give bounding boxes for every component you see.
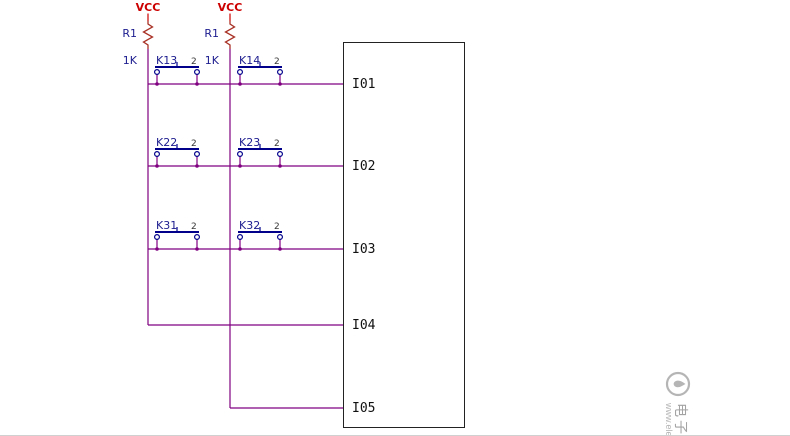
- switch-contact: [277, 234, 284, 241]
- switch-pin-number: 2: [191, 139, 197, 149]
- resistor-ref-label: R1: [204, 27, 219, 40]
- switch-k23: K23 2: [237, 136, 284, 158]
- resistor-r1-column1: VCC R1 1K: [122, 1, 160, 67]
- switch-contact: [277, 68, 284, 75]
- switch-k22: K22 2: [154, 136, 201, 158]
- resistor-zigzag-icon: [224, 21, 236, 49]
- switch-contact: [154, 68, 161, 75]
- switch-contact: [194, 68, 201, 75]
- junction-dot: [195, 164, 199, 168]
- junction-dots: [155, 82, 282, 251]
- junction-dot: [195, 247, 199, 251]
- switch-contact: [237, 234, 244, 241]
- ic-block: I01 I02 I03 I04 I05: [343, 42, 465, 428]
- switch-contact: [154, 151, 161, 158]
- watermark-site: www.elecfans.com: [663, 403, 674, 436]
- switch-contact: [154, 234, 161, 241]
- resistor-zigzag-icon: [142, 21, 154, 49]
- resistor-ref-label: R1: [122, 27, 137, 40]
- junction-dot: [155, 82, 159, 86]
- ic-body: [343, 42, 465, 428]
- ic-pin-io2: I02: [352, 159, 375, 174]
- vcc-net-label: VCC: [218, 1, 243, 14]
- resistor-r1-column2: VCC R1 1K: [204, 1, 242, 67]
- junction-dot: [155, 247, 159, 251]
- switch-ref-label: K32: [239, 219, 260, 232]
- junction-dot: [238, 247, 242, 251]
- junction-dot: [238, 82, 242, 86]
- switch-pin-number: 2: [191, 222, 197, 232]
- switch-contact: [277, 151, 284, 158]
- switch-contact: [237, 151, 244, 158]
- junction-dot: [278, 82, 282, 86]
- switch-pin-number: 2: [191, 57, 197, 67]
- switch-contact: [194, 234, 201, 241]
- junction-dot: [278, 164, 282, 168]
- switch-ref-label: K14: [239, 54, 260, 67]
- switch-pin-number: 2: [274, 57, 280, 67]
- watermark: 电子发烧友 www.elecfans.com: [660, 371, 691, 436]
- ic-pin-io4: I04: [352, 318, 376, 333]
- switch-ref-label: K23: [239, 136, 260, 149]
- vcc-net-label: VCC: [136, 1, 161, 14]
- switch-ref-label: K31: [156, 219, 177, 232]
- switch-k32: K32 2: [237, 219, 284, 241]
- switch-ref-label: K13: [156, 54, 177, 67]
- junction-dot: [155, 164, 159, 168]
- switch-k31: K31 2: [154, 219, 201, 241]
- junction-dot: [278, 247, 282, 251]
- junction-dot: [238, 164, 242, 168]
- ic-pin-io1: I01: [352, 77, 375, 92]
- watermark-brand: 电子发烧友: [673, 403, 689, 436]
- switch-contact: [237, 68, 244, 75]
- watermark-text: 电子发烧友 www.elecfans.com: [663, 403, 689, 436]
- resistor-value-label: 1K: [205, 54, 220, 67]
- switch-k14: K14 2: [237, 54, 284, 75]
- elecfans-flame-logo-icon: [660, 371, 691, 397]
- switch-k13: K13 2: [154, 54, 201, 75]
- resistor-value-label: 1K: [123, 54, 138, 67]
- ic-pin-io3: I03: [352, 242, 375, 257]
- switch-ref-label: K22: [156, 136, 177, 149]
- switch-pin-number: 2: [274, 222, 280, 232]
- switch-pin-number: 2: [274, 139, 280, 149]
- junction-dot: [195, 82, 199, 86]
- ic-pin-io5: I05: [352, 401, 375, 416]
- switch-contact: [194, 151, 201, 158]
